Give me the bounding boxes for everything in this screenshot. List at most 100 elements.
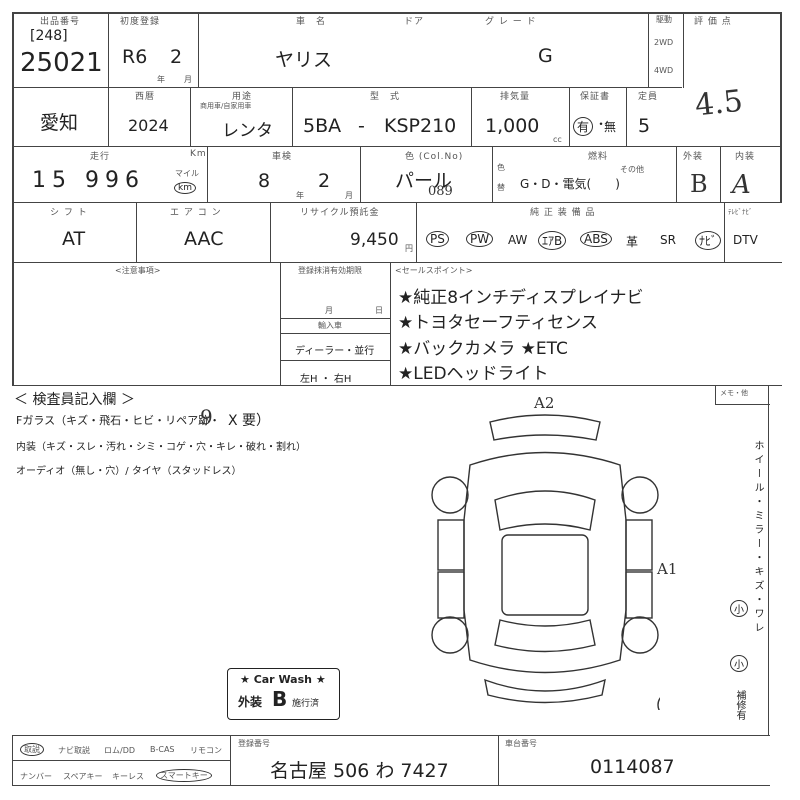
inspection-line-1-end: X 要） — [228, 413, 271, 429]
opt-remote: リモコン — [190, 746, 222, 755]
option-abs: ABS — [580, 231, 612, 247]
grade: G — [538, 45, 553, 67]
mark-a1: A1 — [657, 560, 678, 578]
yen-unit: 円 — [405, 244, 413, 253]
car-diagram — [431, 414, 660, 710]
front-bumper — [489, 414, 601, 441]
lot-label: 出品番号 — [40, 17, 81, 27]
fuel-label: 燃料 — [588, 152, 609, 162]
lot-sub: [248] — [30, 28, 68, 44]
border-right — [780, 12, 782, 202]
sales-point-2: ★トヨタセーフティセンス — [398, 313, 598, 333]
option-aw: AW — [508, 233, 528, 247]
cc-unit: cc — [553, 135, 562, 144]
chassis-number: 0114087 — [590, 756, 675, 778]
aircon: AAC — [184, 228, 224, 250]
color-code: 089 — [428, 184, 453, 199]
hline-import — [280, 333, 390, 334]
opt-spare-key: スペアキー — [63, 772, 103, 781]
inspection-label: 車検 — [272, 152, 293, 162]
purpose: レンタ — [222, 121, 273, 141]
inspection-line-1-mark: 9 — [200, 405, 213, 429]
interior-label: 内装 — [735, 152, 756, 162]
warranty-yes: 有 — [573, 117, 594, 136]
mileage-label: 走行 — [90, 152, 111, 162]
carwash-title: ★ Car Wash ★ — [240, 673, 326, 686]
option-ps: PS — [426, 231, 449, 247]
hline-expiry — [280, 318, 390, 319]
repair-label: 補修有 — [734, 690, 745, 720]
vline-4 — [683, 12, 685, 88]
hline-memo — [715, 404, 770, 405]
mileage-unit-label: Km — [190, 149, 207, 159]
expiry-month: 月 — [325, 306, 333, 315]
model-label: 型 式 — [370, 92, 401, 102]
aircon-label: エ ア コ ン — [170, 208, 222, 218]
wheel-front-left — [431, 476, 469, 514]
footer-div-1 — [230, 735, 232, 786]
inspection-line-2: 内装（キズ・スレ・汚れ・シミ・コゲ・穴・キレ・破れ・割れ） — [16, 442, 306, 453]
car-body — [463, 451, 627, 674]
spare-wheel — [657, 697, 660, 710]
displacement-label: 排気量 — [500, 92, 531, 102]
vline-16 — [270, 202, 272, 263]
year-unit: 年 — [157, 75, 165, 84]
lot-number: 25021 — [20, 48, 103, 78]
rear-window — [494, 619, 596, 653]
left-front-door — [437, 519, 465, 571]
model: KSP210 — [384, 115, 457, 137]
shift-label: シ フ ト — [50, 208, 88, 218]
fuel-options: G・D・電気( ) — [520, 177, 620, 191]
opt-bcas: B-CAS — [150, 745, 175, 754]
option-pw: PW — [466, 231, 494, 247]
displacement: 1,000 — [485, 115, 540, 137]
warranty-label: 保証書 — [580, 92, 611, 102]
purpose-sub: 商用車/自家用車 — [200, 102, 252, 110]
car-name-label: 車 名 — [296, 17, 327, 27]
mile-label: マイル — [175, 169, 199, 178]
footer-bottom — [12, 785, 770, 787]
score-label: 評 価 点 — [694, 17, 732, 27]
carwash-suffix: 施行済 — [292, 699, 320, 709]
inspection-year-unit: 年 — [296, 191, 304, 200]
model-dash: - — [358, 115, 365, 137]
inspection-title: ＜ 検査員記入欄 ＞ — [14, 392, 135, 408]
option-airbag: ｴｱB — [538, 231, 567, 250]
drive-2wd: 2WD — [654, 38, 674, 47]
carwash-exterior: 外装 — [238, 695, 263, 709]
first-reg-era: R6 — [122, 46, 148, 68]
hline-dealer — [280, 360, 390, 361]
dealer-parallel: ディーラー・並行 — [295, 346, 375, 357]
vline-13 — [676, 146, 678, 203]
option-dtv: DTV — [733, 233, 758, 247]
steering-side: 左H ・ 右H — [300, 374, 352, 385]
color-label: 色 (Col.No) — [405, 152, 464, 162]
color: パール — [395, 170, 453, 192]
vline-2 — [198, 12, 200, 88]
border-top — [12, 12, 782, 14]
warranty-no: 無 — [604, 120, 617, 134]
vline-memo — [715, 385, 717, 405]
color-change-label: 色替 — [497, 163, 505, 192]
vline-17 — [416, 202, 418, 263]
opt-plate: ナンバー — [20, 772, 52, 781]
vline-1 — [108, 12, 110, 147]
footer-div-2 — [498, 735, 500, 786]
vline-8 — [569, 87, 571, 147]
left-rear-door — [437, 571, 465, 619]
first-reg-month: 2 — [170, 46, 183, 68]
mark-a2: A2 — [534, 394, 555, 412]
capacity: 5 — [638, 115, 651, 137]
vline-12 — [492, 146, 494, 203]
option-sr: SR — [660, 233, 676, 247]
vline-14 — [720, 146, 722, 203]
opt-manual: 取説 — [20, 743, 44, 756]
option-navi: ﾅﾋﾞ — [695, 231, 722, 250]
warranty-sep: ・ — [595, 117, 608, 131]
caution-label: <注意事項> — [115, 266, 161, 275]
row1-bottom — [12, 87, 682, 89]
inspection-line-1: Fガラス（キズ・飛石・ヒビ・リペア跡・ — [16, 414, 221, 427]
border-left — [12, 12, 14, 385]
vline-15 — [136, 202, 138, 263]
